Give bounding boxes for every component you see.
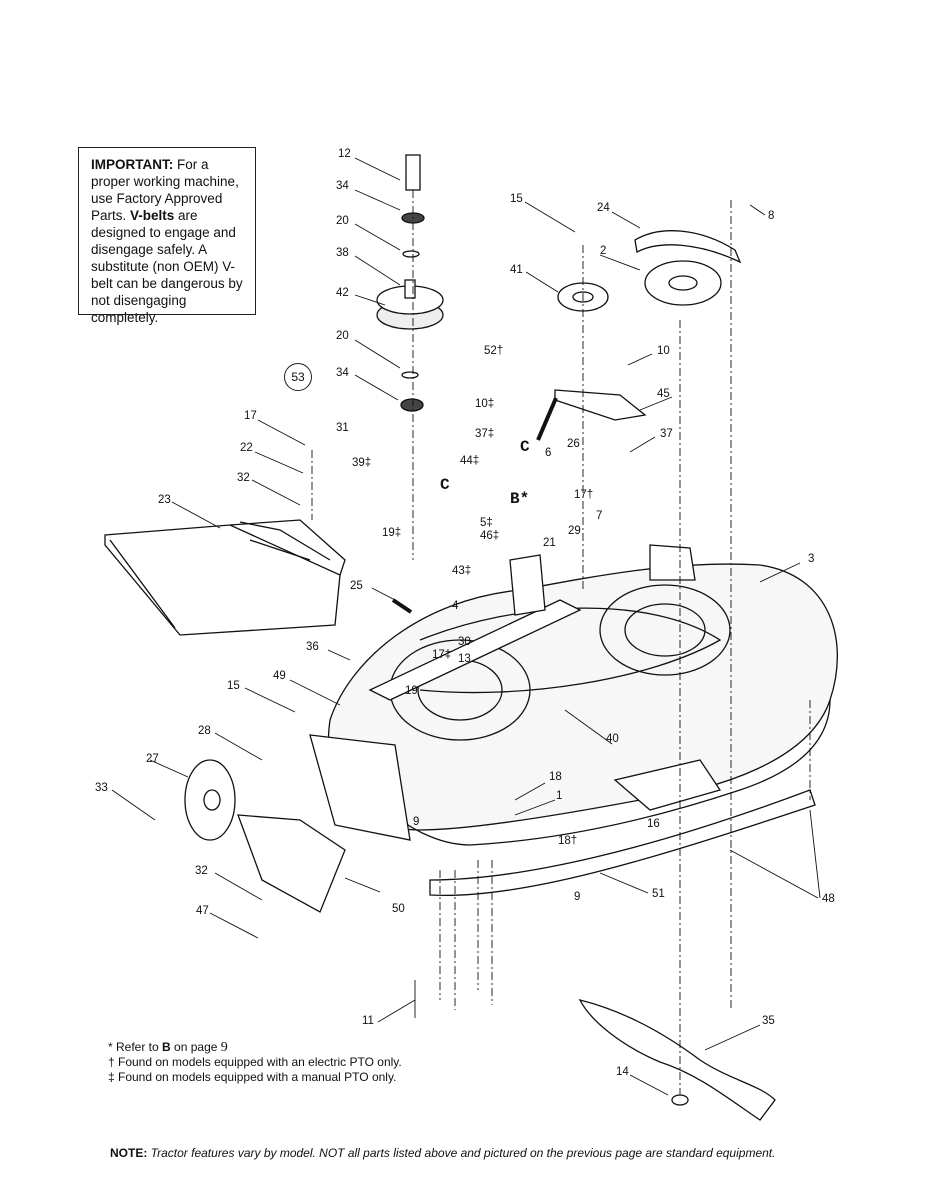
discharge-chute [104, 519, 346, 636]
callout: 34 [336, 180, 349, 192]
callout: 30 [458, 636, 471, 648]
callout: 49 [273, 670, 286, 682]
centerlines [311, 190, 811, 1095]
note-text: Tractor features vary by model. NOT all … [147, 1146, 776, 1160]
callout: 3 [808, 553, 815, 565]
leader-lines [111, 157, 821, 1096]
callout: 20 [336, 330, 349, 342]
callout: 12 [338, 148, 351, 160]
callout: 39‡ [352, 457, 372, 469]
callout: 46‡ [480, 530, 500, 542]
callout: 5‡ [480, 517, 493, 529]
callout: 52† [484, 345, 504, 357]
deck-baffle [429, 789, 816, 897]
callout: 4 [452, 600, 459, 612]
important-vbelts: V-belts [130, 208, 175, 223]
callout: 23 [158, 494, 171, 506]
callout: 40 [606, 733, 619, 745]
callout: 47 [196, 905, 209, 917]
callout: 8 [768, 210, 775, 222]
callout: 25 [350, 580, 363, 592]
callout: 26 [567, 438, 580, 450]
callout: 1 [556, 790, 563, 802]
refer-page: 9 [220, 1040, 228, 1055]
callout: 15 [227, 680, 240, 692]
callout: 35 [762, 1015, 775, 1027]
important-text-2: are designed to engage and disengage saf… [91, 208, 243, 325]
callout: 16 [647, 818, 660, 830]
callout: 37 [660, 428, 673, 440]
callout: 42 [336, 287, 349, 299]
callout: 22 [240, 442, 253, 454]
callout: 44‡ [460, 455, 480, 467]
callout-letter: C [520, 438, 530, 456]
callout: 18 [549, 771, 562, 783]
callout: 32 [237, 472, 250, 484]
callout: 24 [597, 202, 610, 214]
callout: 48 [822, 893, 835, 905]
callout: 10‡ [475, 398, 495, 410]
important-label: IMPORTANT: [91, 157, 174, 172]
callout: 17 [244, 410, 257, 422]
idler-pulleys [557, 230, 742, 312]
callout: 33 [95, 782, 108, 794]
callout: 18† [558, 835, 578, 847]
mower-blade [578, 999, 776, 1121]
important-text-1: For a proper working machine, use Factor… [91, 157, 239, 223]
callout: 14 [616, 1066, 629, 1078]
callout: 29 [568, 525, 581, 537]
circled-reference-53: 53 [284, 363, 312, 391]
refer-letter: B [162, 1040, 171, 1054]
callout: 13 [458, 653, 471, 665]
callout: 41 [510, 264, 523, 276]
callout: 28 [198, 725, 211, 737]
callout: 10 [657, 345, 670, 357]
callout: 21 [543, 537, 556, 549]
callout: 31 [336, 422, 349, 434]
callout: 6 [545, 447, 552, 459]
footnote-double-dagger: ‡ Found on models equipped with a manual… [108, 1070, 397, 1084]
callout: 19‡ [382, 527, 402, 539]
callout: 51 [652, 888, 665, 900]
callout: 50 [392, 903, 405, 915]
callout: 37‡ [475, 428, 495, 440]
callout: 17† [574, 489, 594, 501]
callout: 15 [510, 193, 523, 205]
refer-mid: on page [170, 1040, 221, 1054]
mower-deck-shell [327, 544, 838, 846]
callout: 9 [574, 891, 581, 903]
gauge-wheel [184, 759, 346, 913]
callout: 7 [596, 510, 603, 522]
idler-arm-assembly [368, 389, 647, 701]
callout: 38 [336, 247, 349, 259]
refer-prefix: * Refer to [108, 1040, 163, 1054]
important-notice: IMPORTANT: For a proper working machine,… [78, 147, 256, 325]
callout: 34 [336, 367, 349, 379]
note-label: NOTE: [110, 1146, 148, 1160]
callout: 9 [413, 816, 420, 828]
callout: 32 [195, 865, 208, 877]
deck-front-bracket [309, 734, 722, 841]
callout: 36 [306, 641, 319, 653]
footnote-dagger: † Found on models equipped with an elect… [108, 1055, 402, 1069]
footnote-refer: * Refer to B on page 9 [108, 1040, 402, 1055]
callout: 2 [600, 245, 607, 257]
callout: 17‡ [432, 649, 452, 661]
callout: 20 [336, 215, 349, 227]
callout-letter: C [440, 476, 450, 494]
callout-letter: B* [510, 490, 530, 508]
springs [391, 397, 558, 614]
bottom-note: NOTE: Tractor features vary by model. NO… [110, 1146, 775, 1160]
callout: 45 [657, 388, 670, 400]
callout: 27 [146, 753, 159, 765]
callout: 43‡ [452, 565, 472, 577]
pulley-stack [376, 154, 444, 412]
callout: 11 [362, 1015, 374, 1027]
callout: 19 [405, 685, 418, 697]
footnotes: * Refer to B on page 9 † Found on models… [108, 1040, 402, 1085]
